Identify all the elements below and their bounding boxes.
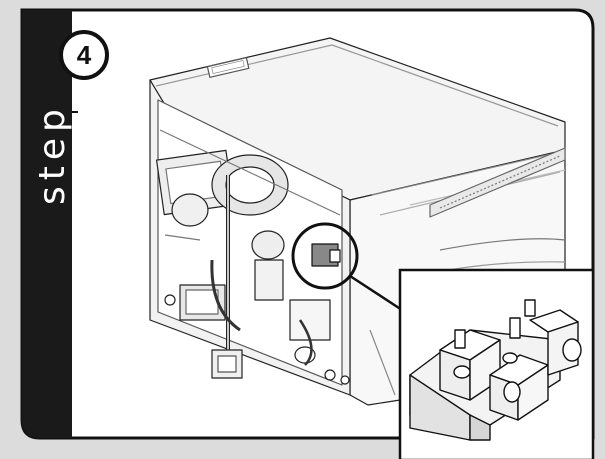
- detail-component: [409, 299, 582, 441]
- leader-line: [349, 274, 403, 312]
- pipe-left: [210, 259, 241, 332]
- highlight-circle: [291, 222, 359, 290]
- step-number-badge: [59, 30, 109, 80]
- step-number: 4: [77, 40, 92, 70]
- side-rail: [429, 147, 566, 218]
- step-sidebar: [22, 10, 72, 438]
- step-label: step: [32, 103, 73, 205]
